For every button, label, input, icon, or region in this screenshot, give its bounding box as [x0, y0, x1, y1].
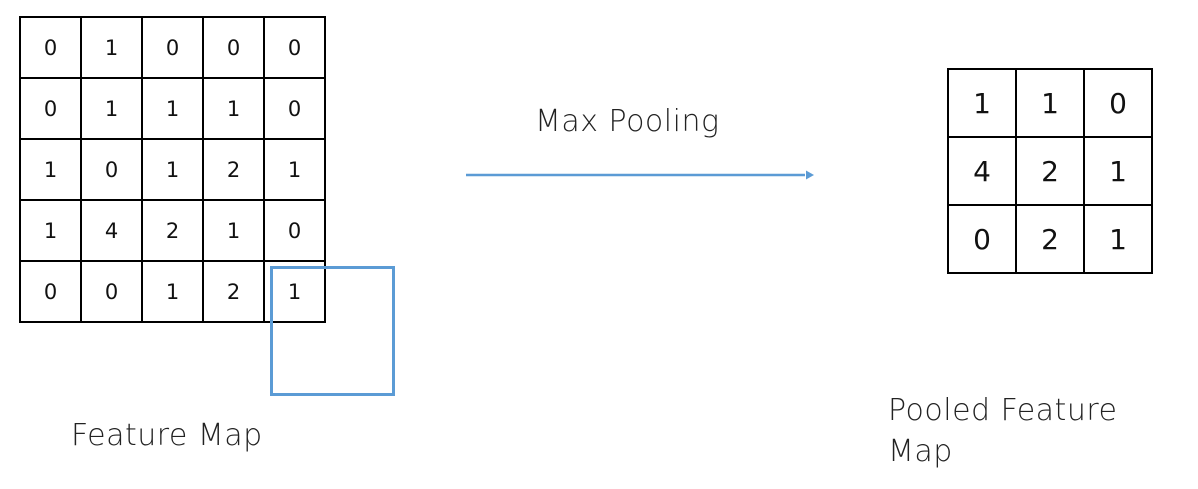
- feature-map-row: 1 0 1 2 1: [19, 138, 326, 201]
- feature-map-row: 1 4 2 1 0: [19, 199, 326, 262]
- feature-map-cell: 1: [263, 138, 326, 201]
- feature-map-cell: 2: [202, 138, 265, 201]
- pooled-map-cell: 2: [1015, 204, 1085, 274]
- pooling-window: [270, 266, 395, 396]
- feature-map-row: 0 0 1 2 1: [19, 260, 326, 323]
- pooled-map-cell: 0: [947, 204, 1017, 274]
- feature-map-cell: 1: [80, 77, 143, 140]
- pooled-map-cell: 1: [1083, 136, 1153, 206]
- feature-map-cell: 2: [202, 260, 265, 323]
- feature-map-cell: 0: [263, 77, 326, 140]
- pooled-map-row: 1 1 0: [947, 68, 1153, 138]
- feature-map-cell: 1: [141, 260, 204, 323]
- feature-map-cell: 1: [202, 77, 265, 140]
- feature-map-cell: 4: [80, 199, 143, 262]
- feature-map-grid: 0 1 0 0 0 0 1 1 1 0 1 0 1 2 1 1 4 2 1 0: [19, 16, 326, 323]
- feature-map-cell: 0: [19, 77, 82, 140]
- pooled-feature-map-label: Pooled Feature Map: [888, 393, 1118, 469]
- feature-map-cell: 0: [19, 260, 82, 323]
- feature-map-cell: 0: [141, 16, 204, 79]
- feature-map-cell: 0: [80, 260, 143, 323]
- feature-map-cell: 1: [141, 77, 204, 140]
- feature-map-cell: 1: [141, 138, 204, 201]
- feature-map-cell: 2: [141, 199, 204, 262]
- feature-map-cell: 1: [19, 199, 82, 262]
- pooled-map-cell: 0: [1083, 68, 1153, 138]
- pooled-feature-map-grid: 1 1 0 4 2 1 0 2 1: [947, 68, 1153, 274]
- pooled-map-row: 0 2 1: [947, 204, 1153, 274]
- arrow-head: [806, 170, 814, 180]
- feature-map-cell: 0: [202, 16, 265, 79]
- operation-label: Max Pooling: [535, 104, 720, 139]
- pooled-map-cell: 1: [1015, 68, 1085, 138]
- pooled-map-row: 4 2 1: [947, 136, 1153, 206]
- feature-map-cell: 0: [80, 138, 143, 201]
- pooled-map-cell: 1: [1083, 204, 1153, 274]
- feature-map-label: Feature Map: [71, 418, 263, 453]
- feature-map-cell: 1: [80, 16, 143, 79]
- pooled-map-cell: 1: [947, 68, 1017, 138]
- pooled-map-cell: 4: [947, 136, 1017, 206]
- feature-map-row: 0 1 1 1 0: [19, 77, 326, 140]
- arrow-icon: [466, 170, 814, 180]
- feature-map-cell: 0: [263, 199, 326, 262]
- feature-map-cell: 1: [19, 138, 82, 201]
- feature-map-cell: 0: [19, 16, 82, 79]
- feature-map-cell: 0: [263, 16, 326, 79]
- feature-map-cell: 1: [202, 199, 265, 262]
- pooled-map-cell: 2: [1015, 136, 1085, 206]
- feature-map-row: 0 1 0 0 0: [19, 16, 326, 79]
- feature-map-cell: 1: [263, 260, 326, 323]
